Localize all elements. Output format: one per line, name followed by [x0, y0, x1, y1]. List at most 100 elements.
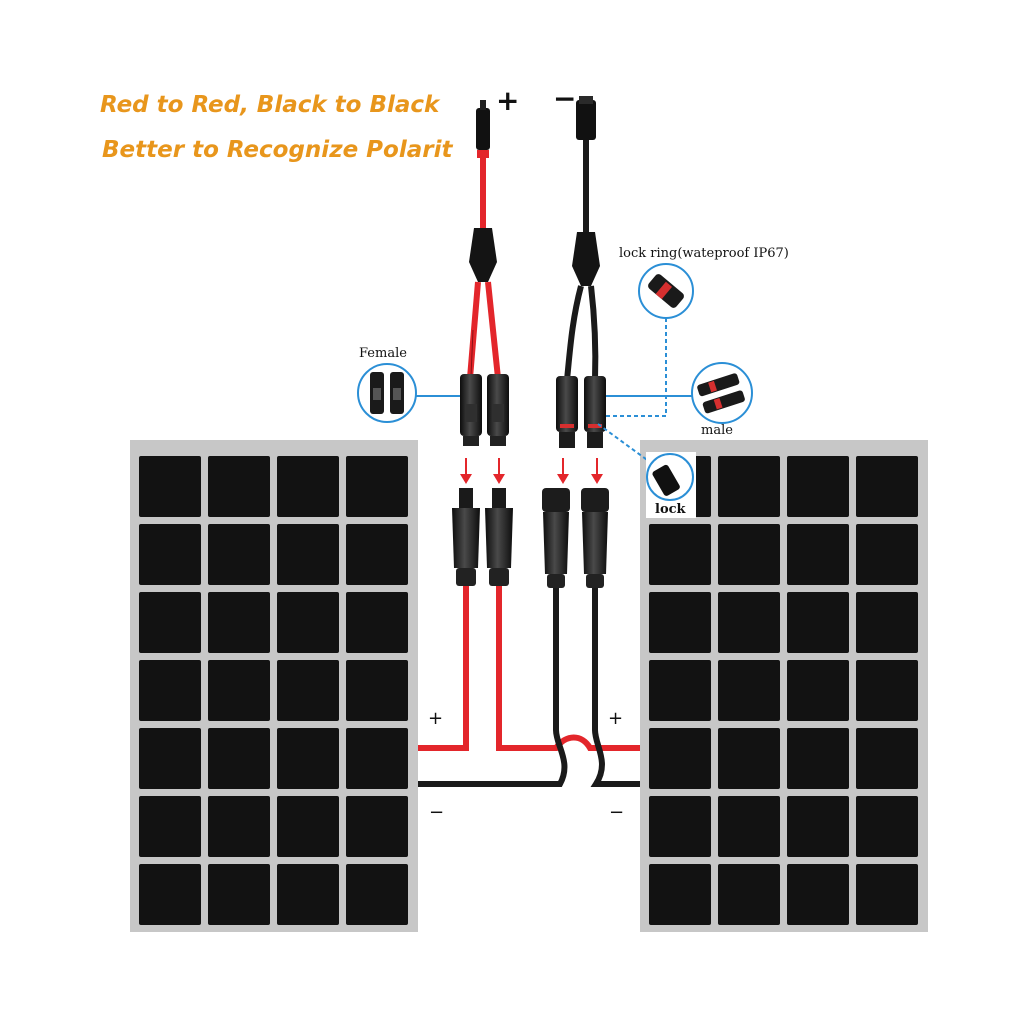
solar-cell — [787, 524, 849, 585]
solar-cell — [208, 524, 270, 585]
solar-cell — [139, 864, 201, 925]
female-connectors-lower — [452, 488, 513, 586]
solar-cell — [856, 592, 918, 653]
red-down-arrow-icon — [557, 474, 569, 484]
solar-cell — [649, 660, 711, 721]
red-plug-top — [476, 108, 490, 150]
headline-line-1: Red to Red, Black to Black — [100, 92, 440, 118]
right-panel-positive: + — [608, 708, 624, 729]
solar-cell — [787, 864, 849, 925]
solar-cell — [139, 524, 201, 585]
solar-cell — [277, 592, 339, 653]
lock-callout — [597, 423, 696, 518]
lock-ring-callout — [604, 263, 694, 417]
red-down-arrow-icon — [460, 474, 472, 484]
red-y-junction — [469, 228, 497, 282]
solar-cell — [718, 524, 780, 585]
solar-cell — [856, 728, 918, 789]
solar-cell — [346, 728, 408, 789]
solar-cell — [649, 728, 711, 789]
red-down-arrow-icon — [493, 474, 505, 484]
male-label: male — [701, 423, 733, 438]
solar-cell — [856, 864, 918, 925]
solar-cell — [856, 796, 918, 857]
solar-cell — [277, 524, 339, 585]
solar-cell — [208, 728, 270, 789]
solar-cell — [346, 592, 408, 653]
mc4-connector-icon — [581, 488, 609, 588]
solar-cell — [718, 864, 780, 925]
solar-cell — [649, 524, 711, 585]
solar-cell — [649, 864, 711, 925]
positive-wiring — [418, 586, 640, 751]
female-label: Female — [359, 346, 407, 361]
black-y-branch-cable — [564, 96, 600, 381]
male-connectors-lower — [542, 488, 609, 588]
lock-label: lock — [655, 502, 686, 517]
solar-cell — [346, 660, 408, 721]
solar-cell — [139, 456, 201, 517]
solar-cell — [208, 660, 270, 721]
black-plug-top — [576, 100, 596, 140]
panel-cells — [649, 456, 918, 925]
solar-cell — [718, 796, 780, 857]
solar-cell — [346, 796, 408, 857]
mc4-connector-icon — [452, 488, 480, 586]
female-callout — [357, 363, 460, 423]
solar-cell — [856, 456, 918, 517]
solar-cell — [277, 864, 339, 925]
mc4-connector-icon — [485, 488, 513, 586]
black-y-junction — [572, 232, 600, 286]
headline-line-2: Better to Recognize Polarit — [102, 137, 453, 163]
solar-cell — [718, 660, 780, 721]
lock-ring-label: lock ring(wateproof IP67) — [619, 246, 789, 261]
solar-cell — [787, 592, 849, 653]
solar-cell — [856, 524, 918, 585]
solar-cell — [649, 796, 711, 857]
solar-cell — [856, 660, 918, 721]
mc4-connector-icon — [542, 488, 570, 588]
solar-cell — [346, 456, 408, 517]
right-panel-negative: − — [609, 802, 625, 823]
solar-cell — [208, 796, 270, 857]
solar-cell — [208, 456, 270, 517]
panel-cells — [139, 456, 408, 925]
solar-cell — [139, 660, 201, 721]
solar-cell — [787, 456, 849, 517]
solar-cell — [277, 796, 339, 857]
solar-cell — [277, 660, 339, 721]
mc4-connector-icon — [584, 376, 606, 432]
left-panel-negative: − — [429, 802, 445, 823]
solar-cell — [139, 728, 201, 789]
solar-cell — [346, 524, 408, 585]
solar-cell — [277, 728, 339, 789]
solar-cell — [277, 456, 339, 517]
solar-cell — [787, 728, 849, 789]
negative-wiring — [418, 588, 640, 787]
insertion-arrows — [460, 458, 603, 484]
solar-cell — [718, 592, 780, 653]
solar-cell — [649, 592, 711, 653]
left-panel-positive: + — [428, 708, 444, 729]
male-callout — [606, 362, 753, 424]
solar-cell — [346, 864, 408, 925]
negative-sign-top: − — [553, 82, 577, 115]
mc4-connector-icon — [556, 376, 578, 432]
red-y-branch-cable — [467, 100, 501, 379]
solar-cell — [208, 864, 270, 925]
positive-sign-top: + — [496, 84, 520, 117]
solar-cell — [139, 796, 201, 857]
solar-panel-left — [130, 440, 418, 935]
solar-cell — [208, 592, 270, 653]
solar-panel-right — [640, 440, 928, 935]
solar-cell — [787, 660, 849, 721]
solar-cell — [139, 592, 201, 653]
solar-cell — [718, 456, 780, 517]
male-connectors-top — [556, 376, 606, 448]
female-connectors-top — [460, 374, 509, 446]
solar-cell — [718, 728, 780, 789]
red-down-arrow-icon — [591, 474, 603, 484]
solar-cell — [787, 796, 849, 857]
